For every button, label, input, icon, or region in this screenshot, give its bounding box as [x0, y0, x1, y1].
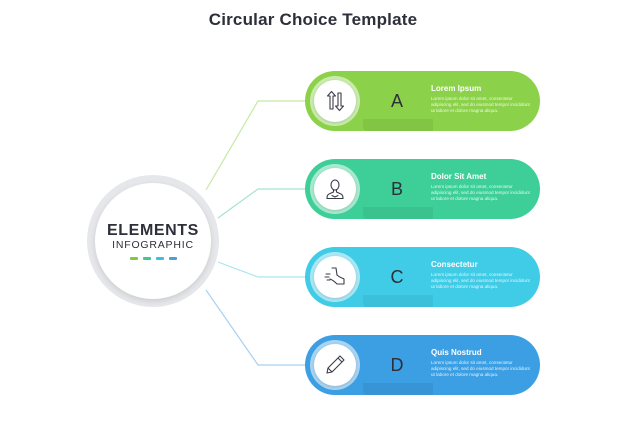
option-label: Consectetur [431, 260, 478, 269]
card-shade [363, 207, 433, 219]
icon-circle [314, 168, 356, 210]
hub-dash [155, 256, 164, 260]
option-letter: D [390, 355, 404, 375]
hub-subtitle: INFOGRAPHIC [112, 238, 194, 251]
hub-dash [168, 256, 177, 260]
icon-ring [310, 76, 360, 126]
running-foot-icon [324, 267, 345, 285]
option-letter: B [390, 179, 403, 199]
icon-ring [310, 340, 360, 390]
hub-color-dashes [129, 256, 177, 260]
option-card-d: D Quis Nostrud Lorem ipsum dolor sit ame… [305, 335, 540, 395]
icon-circle [314, 256, 356, 298]
option-body: Lorem ipsum dolor sit amet, consectetur … [431, 96, 530, 113]
card-shade [363, 119, 433, 131]
icon-ring [310, 164, 360, 214]
pencil-icon [326, 355, 345, 374]
hub-title: ELEMENTS [107, 221, 199, 239]
option-card-a: A Lorem Ipsum Lorem ipsum dolor sit amet… [305, 71, 540, 131]
icon-circle [314, 344, 356, 386]
page-title: Circular Choice Template [208, 10, 418, 29]
option-card-b: B Dolor Sit Amet Lorem ipsum dolor sit a… [305, 159, 540, 219]
option-body: Lorem ipsum dolor sit amet, consectetur … [431, 272, 530, 289]
option-body: Lorem ipsum dolor sit amet, consectetur … [431, 360, 530, 377]
card-shade [363, 383, 433, 395]
hub-inner: ELEMENTS INFOGRAPHIC [95, 183, 211, 299]
option-label: Lorem Ipsum [431, 84, 482, 93]
option-card-c: C Consectetur Lorem ipsum dolor sit amet… [305, 247, 540, 307]
option-letter: A [390, 91, 403, 111]
option-label: Dolor Sit Amet [431, 172, 487, 181]
hub-circle: ELEMENTS INFOGRAPHIC [87, 175, 219, 307]
arrows-up-down-icon [326, 90, 345, 112]
card-shade [363, 295, 433, 307]
icon-circle [314, 80, 356, 122]
option-body: Lorem ipsum dolor sit amet, consectetur … [431, 184, 530, 201]
hub-dash [129, 256, 138, 260]
hub-dash [142, 256, 151, 260]
person-icon [326, 179, 344, 200]
icon-ring [310, 252, 360, 302]
option-letter: C [390, 267, 404, 287]
option-label: Quis Nostrud [431, 348, 482, 357]
